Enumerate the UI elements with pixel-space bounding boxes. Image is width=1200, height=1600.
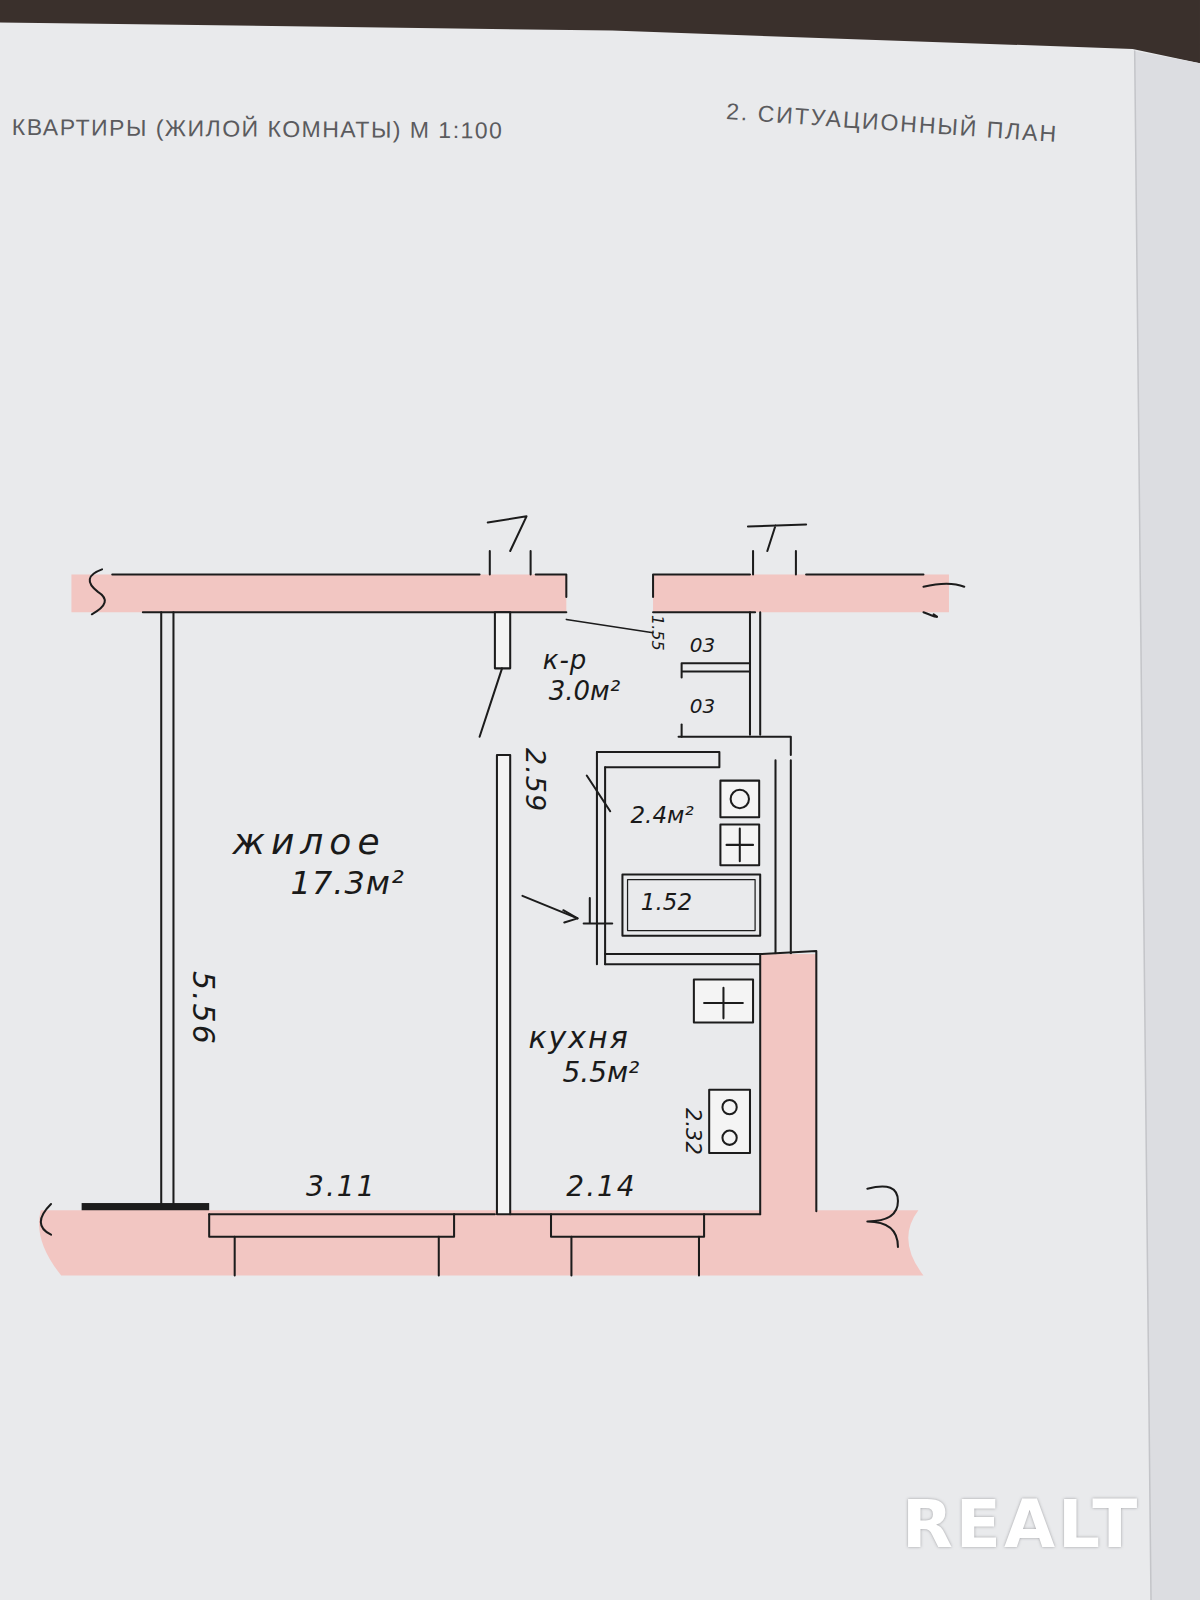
bathroom: 2.4м² [624,798,702,836]
dimension-label: 1.52 [641,891,692,914]
page-heading: 2. СИТУАЦИОННЫЙ ПЛАН [725,100,1058,146]
living-room: жилое17.3м² [227,816,414,908]
page-heading: КВАРТИРЫ (ЖИЛОЙ КОМНАТЫ) М 1:100 [12,116,504,142]
dimension-label: 2.14 [566,1173,636,1201]
room-area-value: 5.5м² [562,1056,641,1090]
room-area-value: 17.3м² [291,864,408,902]
room-area-value: 2.4м² [630,802,696,830]
dimension-label: 5.56 [188,971,218,1046]
dimension-label: 2.32 [682,1108,703,1155]
kitchen: кухня5.5м² [522,1016,647,1096]
dimension-label: 03 [690,696,715,716]
corridor: к-р3.0м² [537,641,629,714]
room-name: кухня [528,1020,641,1056]
room-name: к-р [543,645,623,676]
dimension-label: 03 [690,635,715,655]
room-area-value: 3.0м² [549,676,623,707]
dimension-label: 3.11 [306,1173,376,1201]
dimension-label: 2.59 [522,748,549,812]
watermark: REALT [902,1492,1140,1558]
dimension-label: 1.55 [649,615,665,651]
room-name: жилое [233,820,408,863]
